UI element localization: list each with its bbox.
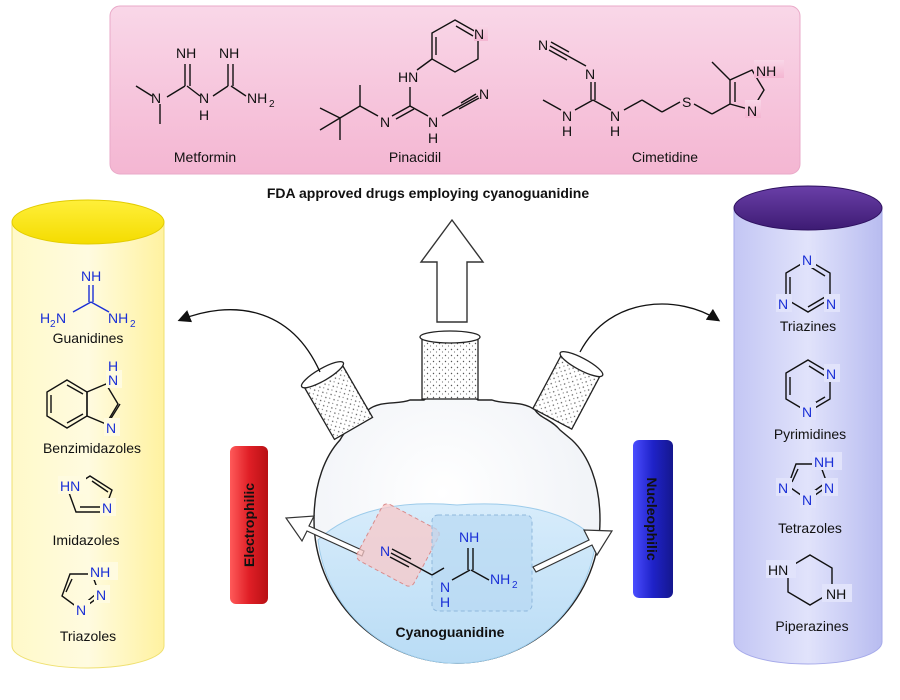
svg-text:N: N: [440, 579, 450, 595]
svg-text:H: H: [610, 123, 620, 139]
svg-text:NH: NH: [490, 571, 510, 587]
svg-text:N: N: [585, 66, 595, 82]
benzimidazole-structure: N H N: [46, 358, 122, 436]
svg-text:NH: NH: [756, 63, 776, 79]
svg-text:N: N: [380, 114, 390, 130]
svg-text:N: N: [802, 252, 812, 268]
cyanoguanidine-structure: N N H NH NH 2: [380, 529, 518, 610]
svg-text:NH: NH: [108, 310, 128, 326]
svg-text:H: H: [199, 107, 209, 123]
svg-text:N: N: [76, 602, 86, 618]
cyano-highlight: [356, 503, 440, 587]
svg-text:N: N: [802, 404, 812, 420]
metformin-label: Metformin: [174, 149, 236, 165]
right-product-2: Tetrazoles: [778, 520, 842, 536]
left-diagonal-arrow-icon: [284, 515, 365, 557]
right-product-3: Piperazines: [775, 618, 848, 634]
electrophilic-tag: [230, 446, 268, 604]
svg-text:N: N: [538, 37, 548, 53]
metformin-structure: N NH N H NH NH 2: [135, 45, 275, 124]
svg-text:H: H: [40, 310, 50, 326]
svg-text:N: N: [102, 500, 112, 516]
svg-text:S: S: [682, 94, 691, 110]
svg-text:N: N: [199, 90, 209, 106]
svg-text:N: N: [778, 296, 788, 312]
triazine-structure: N N N: [776, 250, 840, 313]
nucleophilic-tag: [633, 440, 673, 598]
svg-text:2: 2: [512, 580, 518, 591]
right-product-1: Pyrimidines: [774, 426, 846, 442]
svg-text:N: N: [824, 480, 834, 496]
svg-text:N: N: [56, 310, 66, 326]
cimetidine-structure: N N N H N H S N NH: [538, 37, 784, 139]
pinacidil-structure: N HN N N H N: [319, 19, 489, 146]
svg-text:HN: HN: [768, 562, 788, 578]
svg-text:HN: HN: [60, 478, 80, 494]
svg-text:N: N: [826, 296, 836, 312]
center-label: Cyanoguanidine: [396, 624, 505, 640]
svg-text:NH: NH: [219, 45, 239, 61]
svg-text:N: N: [380, 543, 390, 559]
left-curved-arrow-icon: [177, 309, 321, 373]
round-bottom-flask: [300, 330, 604, 664]
svg-text:2: 2: [130, 319, 136, 330]
svg-text:H: H: [440, 594, 450, 610]
guanidine-highlight: [431, 514, 533, 612]
electrophilic-label: Electrophilic: [241, 483, 257, 567]
svg-text:2: 2: [50, 319, 56, 330]
svg-text:N: N: [610, 108, 620, 124]
svg-text:NH: NH: [81, 268, 101, 284]
svg-text:N: N: [479, 86, 489, 102]
tetrazole-structure: NH N N N: [776, 452, 842, 508]
svg-text:N: N: [428, 114, 438, 130]
svg-text:HN: HN: [398, 69, 418, 85]
svg-text:N: N: [151, 90, 161, 106]
svg-text:NH: NH: [459, 529, 479, 545]
svg-text:H: H: [562, 123, 572, 139]
up-arrow-icon: [419, 218, 485, 323]
svg-text:NH: NH: [826, 586, 846, 602]
cimetidine-label: Cimetidine: [632, 149, 698, 165]
svg-text:N: N: [474, 26, 484, 42]
right-product-0: Triazines: [780, 318, 836, 334]
pyrimidine-structure: N N: [785, 359, 840, 420]
left-product-3: Triazoles: [60, 628, 116, 644]
svg-text:2: 2: [269, 99, 275, 110]
svg-text:N: N: [562, 108, 572, 124]
triazole-structure: NH N N: [61, 562, 118, 618]
svg-text:N: N: [778, 480, 788, 496]
svg-text:N: N: [747, 103, 757, 119]
right-cylinder: [733, 185, 883, 665]
svg-text:NH: NH: [247, 90, 267, 106]
drug-panel: [109, 5, 801, 175]
svg-text:NH: NH: [90, 564, 110, 580]
nucleophilic-label: Nucleophilic: [644, 477, 660, 560]
svg-text:NH: NH: [176, 45, 196, 61]
svg-text:NH: NH: [814, 454, 834, 470]
right-diagonal-arrow-icon: [532, 529, 614, 573]
imidazole-structure: HN N: [58, 475, 116, 516]
svg-text:H: H: [108, 358, 118, 374]
diagram-title: FDA approved drugs employing cyanoguanid…: [267, 185, 590, 201]
svg-text:N: N: [826, 366, 836, 382]
right-curved-arrow-icon: [579, 303, 721, 353]
svg-text:N: N: [106, 420, 116, 436]
left-product-2: Imidazoles: [53, 532, 120, 548]
svg-text:N: N: [108, 372, 118, 388]
pinacidil-label: Pinacidil: [389, 149, 441, 165]
svg-text:H: H: [428, 130, 438, 146]
left-product-1: Benzimidazoles: [43, 440, 141, 456]
svg-text:N: N: [802, 492, 812, 508]
piperazine-structure: HN NH: [766, 554, 852, 606]
left-cylinder: [11, 199, 165, 669]
svg-text:N: N: [96, 587, 106, 603]
left-product-0: Guanidines: [53, 330, 124, 346]
guanidine-structure: NH H 2 N NH 2: [40, 268, 136, 330]
